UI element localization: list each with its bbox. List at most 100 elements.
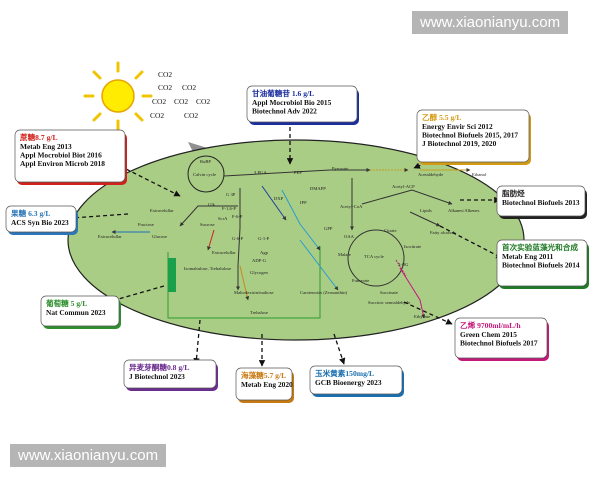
metabolite-label: Agp — [260, 250, 269, 255]
reference-line: Metab Eng 2011 — [502, 252, 554, 261]
metabolite-label: F-6-P — [232, 214, 243, 219]
metabolite-label: G 3P — [226, 192, 236, 197]
metabolite-label: Isocitrate — [404, 244, 421, 249]
metabolite-label: Acetaldehyde — [418, 172, 443, 177]
metabolite-label: Trehalose — [250, 310, 268, 315]
metabolite-label: PEP — [294, 170, 302, 175]
co2-label: CO2 — [184, 111, 198, 120]
product-box-frame — [40, 295, 120, 327]
metabolite-label: Maltodextrin/maltose — [234, 290, 274, 295]
glucose-transporter — [168, 258, 176, 292]
metabolite-label: Ethylene — [414, 314, 430, 319]
metabolite-label: Lipids — [420, 208, 432, 213]
metabolite-label: Fatty alcohols — [430, 230, 456, 235]
metabolite-label: Sucrose — [200, 222, 215, 227]
metabolite-label: Pyruvate — [332, 166, 348, 171]
product-box-frame — [123, 359, 217, 389]
metabolite-label: Isomaltulose, Trehalulose — [184, 266, 231, 272]
metabolite-label: Calvin cycle — [193, 172, 216, 177]
product-title: 首次实验蓝藻光和合成 — [502, 242, 578, 252]
reference-line: Energy Envir Sci 2012 — [422, 122, 493, 131]
reference-line: GCB Bioenergy 2023 — [315, 378, 382, 387]
metabolite-label: ScrA — [218, 216, 228, 221]
metabolite-label: F-1,6-P — [222, 206, 236, 212]
reference-line: Nat Commun 2023 — [46, 308, 106, 317]
metabolite-label: OAA — [344, 234, 355, 239]
product-title: 脂肪烃 — [502, 188, 525, 198]
reference-line: Biotechnol Adv 2022 — [252, 107, 317, 116]
tca-cycle — [347, 229, 405, 287]
watermark: www.xiaonianyu.com — [412, 11, 569, 34]
reference-line: Biotechnol Biofuels 2014 — [502, 261, 580, 270]
reference-line: Appl Environ Microb 2018 — [20, 159, 105, 168]
metabolite-label: Fumarate — [352, 278, 369, 283]
metabolite-label: Glk — [208, 202, 216, 207]
product-box-frame — [235, 367, 293, 401]
product-box-frame — [14, 129, 126, 183]
reference-line: Biotechnol Biofuels 2017 — [460, 339, 538, 348]
product-box-frame — [246, 85, 358, 123]
metabolite-label: Extracelullar — [212, 250, 236, 255]
reference-line: Biotechnol Biofuels 2013 — [502, 198, 580, 207]
sun-rays — [83, 61, 153, 131]
metabolite-label: G-1-P — [258, 236, 270, 241]
metabolite-label: ADP-G — [252, 258, 267, 263]
co2-label: CO2 — [196, 97, 210, 106]
metabolite-label: Acetyl-CoA — [340, 204, 363, 209]
product-title: 异麦芽酮糖0.8 g/L — [129, 362, 189, 372]
co2-label: CO2 — [158, 70, 172, 79]
metabolite-label: Succinate — [380, 290, 398, 295]
product-title: 果糖 6.3 g/L — [11, 208, 50, 218]
reference-line: Green Chem 2015 — [460, 330, 517, 339]
metabolite-label: 2-OG — [398, 262, 409, 267]
metabolite-label: Acetyl-ACP — [392, 184, 415, 189]
product-title: 乙烯 9700ml/mL/h — [460, 320, 521, 330]
reference-line: Metab Eng 2013 — [20, 142, 72, 151]
metabolite-label: 3 PGA — [254, 170, 267, 175]
metabolite-label: Ethanol — [472, 172, 487, 177]
metabolite-label: Carotenoids (Zeaxanthin) — [300, 290, 348, 295]
reference-line: J Biotechnol 2019, 2020 — [422, 139, 497, 148]
metabolite-label: IPP — [300, 200, 307, 205]
co2-labels: CO2 CO2 CO2 CO2 CO2 CO2 CO2 CO2 — [150, 70, 210, 120]
metabolite-label: Citrate — [384, 228, 397, 233]
reference-line: Metab Eng 2020 — [241, 380, 293, 389]
metabolite-label: RuBP — [200, 159, 211, 164]
co2-label: CO2 — [152, 97, 166, 106]
co2-label: CO2 — [150, 111, 164, 120]
product-title: 甘油葡糖苷 1.6 g/L — [252, 88, 314, 98]
metabolite-label: DXP — [274, 196, 284, 201]
metabolite-label: TCA cycle — [364, 254, 384, 259]
reference-line: Appl Mocrobiol Biot 2016 — [20, 151, 102, 160]
product-title: 葡萄糖 5 g/L — [45, 298, 87, 308]
metabolite-label: Glucose — [152, 234, 167, 239]
metabolite-label: Alkanes/Alkenes — [448, 208, 480, 213]
metabolite-label: Fructose — [138, 222, 154, 227]
product-box-frame — [309, 365, 403, 395]
reference-line: ACS Syn Bio 2023 — [11, 218, 69, 227]
metabolite-label: Malate — [338, 252, 351, 257]
watermark: www.xiaonianyu.com — [10, 444, 167, 467]
product-box-frame — [454, 317, 548, 359]
metabolite-label: Glycogen — [250, 270, 269, 275]
reference-line: Biotechnol Biofuels 2015, 2017 — [422, 131, 518, 140]
reference-line: J Biotechnol 2023 — [129, 372, 185, 381]
metabolite-label: Succinic semialdehyde — [368, 300, 410, 305]
product-title: 玉米黄素150mg/L — [315, 368, 374, 378]
co2-label: CO2 — [158, 83, 172, 92]
calvin-cycle — [187, 155, 225, 193]
connector-arrows — [71, 120, 503, 367]
co2-label: CO2 — [174, 97, 188, 106]
sun-disc — [101, 79, 135, 113]
product-box-frame — [496, 239, 588, 287]
